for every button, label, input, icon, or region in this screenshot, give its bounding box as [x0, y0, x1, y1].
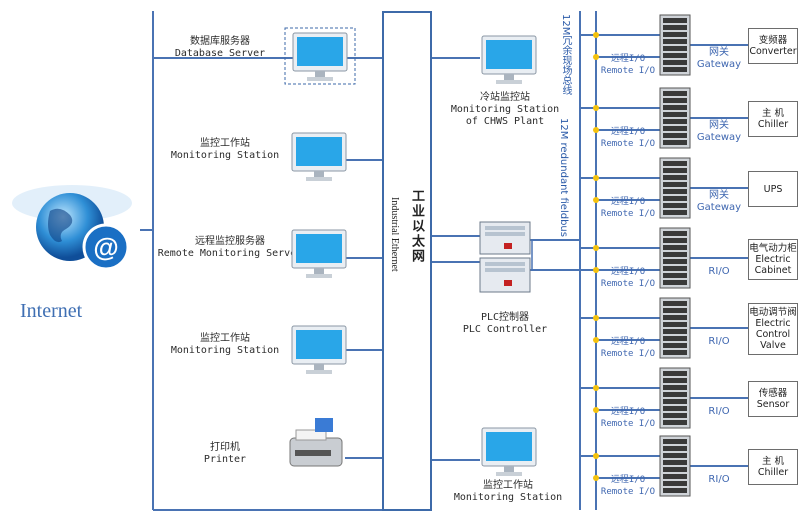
- row-connector: [580, 453, 750, 481]
- fieldbus-en-label: 12M redundant fieldbus: [558, 118, 569, 237]
- ethernet-en-label: Industrial Ethernet: [389, 197, 400, 272]
- internet-globe-icon: @: [12, 185, 132, 271]
- field-device-box: UPS: [748, 171, 798, 207]
- fieldbus-cn-label: 12M冗余现场总线: [560, 14, 571, 96]
- row-connector: [580, 32, 750, 60]
- ethernet-cn-label: 工业以太网: [409, 189, 424, 264]
- svg-text:@: @: [93, 232, 118, 262]
- chws-station-label: 冷站监控站 Monitoring Station of CHWS Plant: [450, 92, 560, 127]
- row-connector: [580, 245, 750, 273]
- row-connector: [580, 175, 750, 203]
- row-connector: [580, 385, 750, 413]
- row-connector: [580, 315, 750, 343]
- industrial-ethernet-bus: [382, 11, 432, 511]
- link-label: RI/O: [708, 474, 730, 485]
- link-label: RI/O: [708, 336, 730, 347]
- link-label: RI/O: [708, 406, 730, 417]
- link-label: RI/O: [708, 266, 730, 277]
- row-connector: [580, 105, 750, 133]
- internet-label: Internet: [20, 300, 83, 322]
